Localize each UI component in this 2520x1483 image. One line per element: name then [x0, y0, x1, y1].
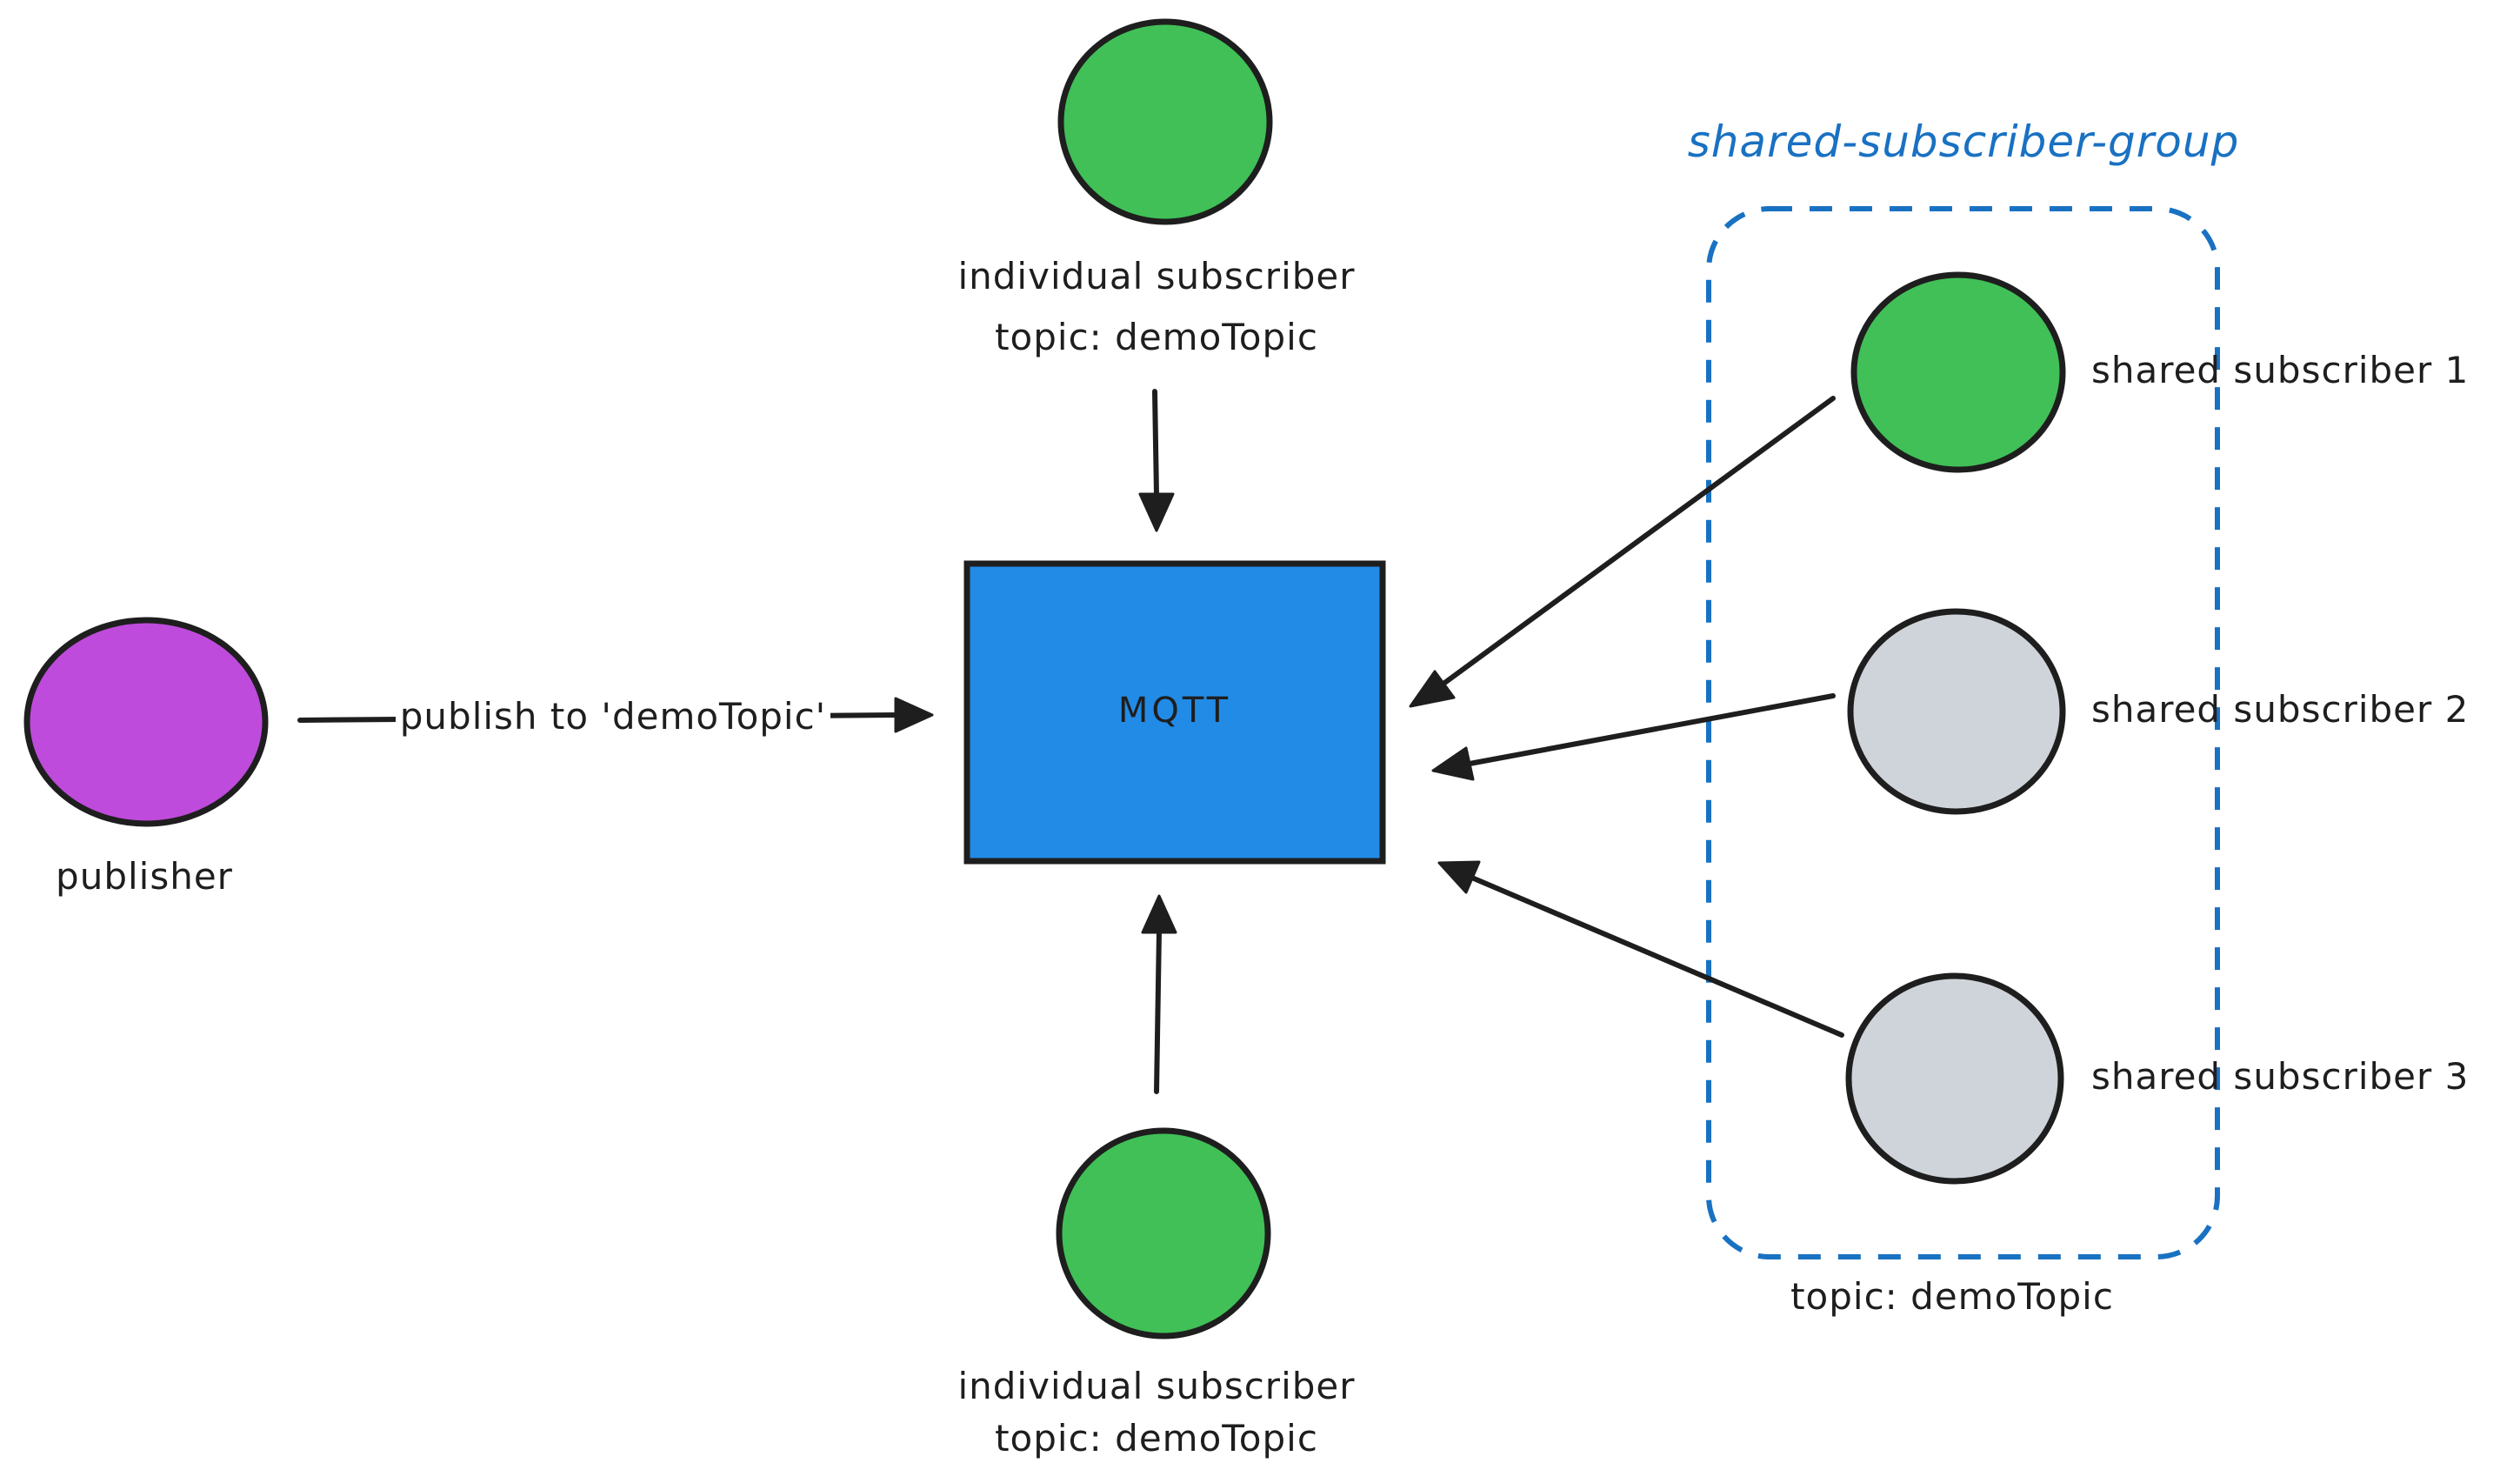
individual-subscriber-bottom-node[interactable] — [1056, 1127, 1271, 1339]
shared-subscriber-1-label: shared subscriber 1 — [2091, 349, 2469, 391]
shared-subscriber-2-node[interactable] — [1847, 608, 2066, 815]
shared-group-title: shared-subscriber-group — [1688, 117, 2240, 167]
shared-subscriber-1-arrowhead — [1409, 670, 1456, 708]
shared-subscriber-2-label: shared subscriber 2 — [2091, 688, 2469, 731]
shared-subscriber-3-label: shared subscriber 3 — [2091, 1055, 2469, 1098]
individual-subscriber-top-label: individual subscriber — [957, 255, 1355, 297]
individual-subscriber-top-node[interactable] — [1057, 18, 1273, 225]
shared-subscriber-1-node[interactable] — [1850, 271, 2066, 473]
individual-subscriber-top-topic: topic: demoTopic — [995, 316, 1318, 358]
shared-subscriber-2-arrowhead — [1431, 746, 1475, 781]
individual-subscriber-bottom-label: individual subscriber — [957, 1365, 1355, 1407]
individual-subscriber-bottom-topic: topic: demoTopic — [995, 1417, 1318, 1460]
publisher-node[interactable] — [23, 617, 269, 827]
publish-edge-arrowhead — [894, 697, 934, 733]
shared-subscriber-2-edge — [1467, 693, 1836, 766]
shared-subscriber-3-node[interactable] — [1845, 972, 2064, 1185]
mqtt-broker-label: MQTT — [1118, 691, 1231, 731]
shared-subscriber-1-edge — [1441, 396, 1836, 686]
publish-edge-label-bg — [396, 694, 830, 741]
publish-edge-label: publish to 'demoTopic' — [400, 695, 826, 738]
shared-group-topic: topic: demoTopic — [1790, 1275, 2114, 1318]
bottom-subscriber-edge — [1154, 928, 1162, 1094]
edges — [297, 389, 1844, 1094]
mqtt-broker[interactable] — [963, 560, 1386, 865]
top-subscriber-arrowhead — [1138, 492, 1175, 532]
shared-subscriber-3-edge — [1471, 876, 1844, 1038]
shared-group-box[interactable] — [1706, 206, 2220, 1259]
shared-subscriber-3-arrowhead — [1437, 860, 1481, 894]
bottom-subscriber-arrowhead — [1141, 894, 1177, 934]
publisher-label: publisher — [56, 855, 233, 898]
top-subscriber-edge — [1152, 389, 1159, 498]
